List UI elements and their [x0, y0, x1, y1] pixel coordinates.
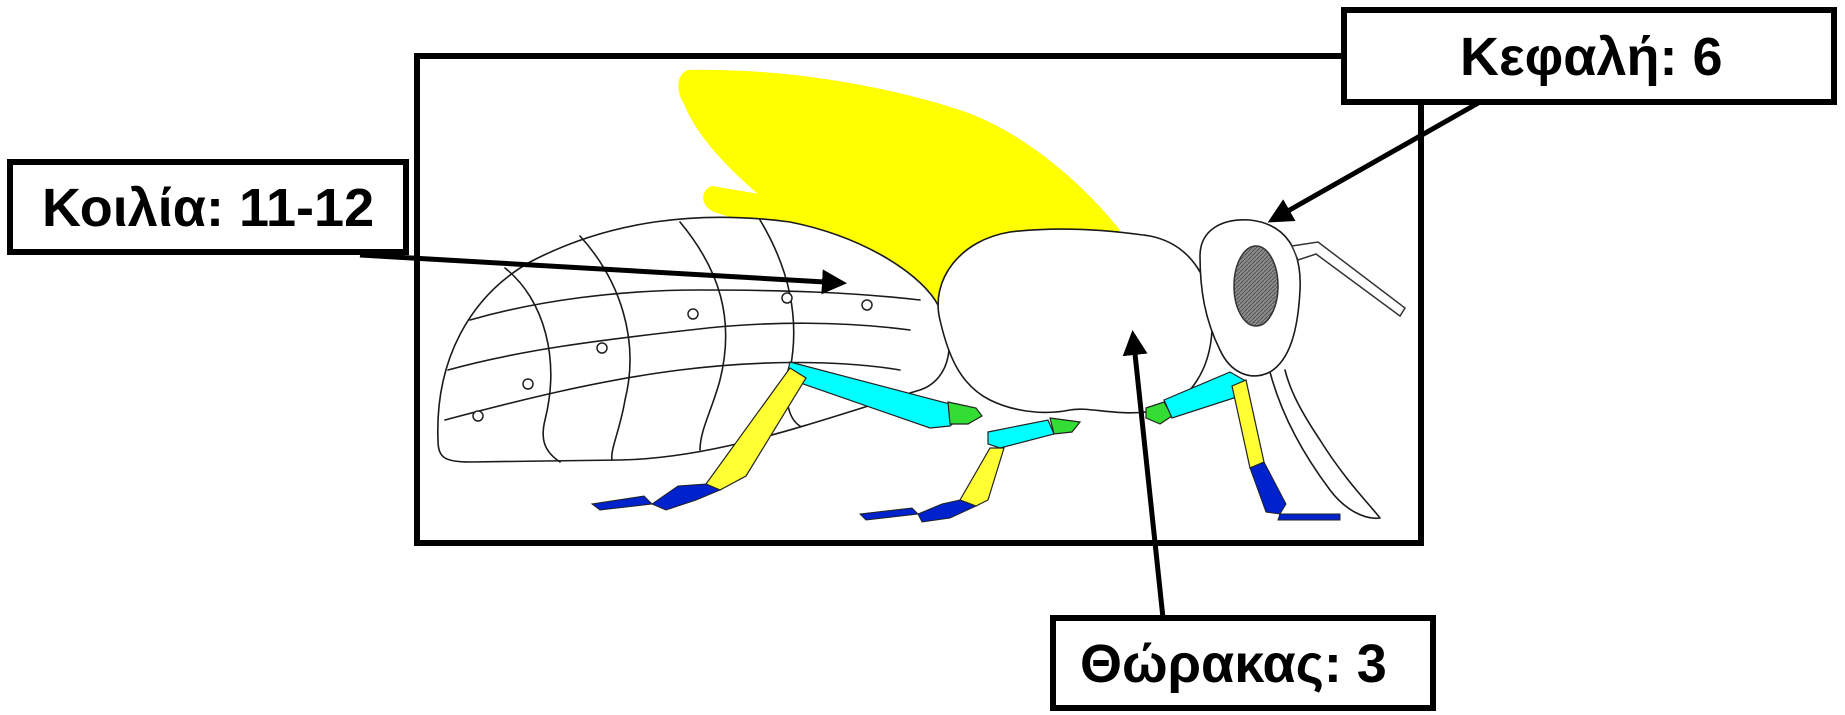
abdomen-label-box: Κοιλία: 11-12: [10, 162, 406, 252]
thorax-label: Θώρακας: 3: [1080, 634, 1387, 694]
thorax-label-box: Θώρακας: 3: [1053, 618, 1433, 708]
head-label: Κεφαλή: 6: [1460, 27, 1723, 87]
head-label-box: Κεφαλή: 6: [1344, 10, 1834, 102]
thorax: [938, 229, 1212, 413]
abdomen-label: Κοιλία: 11-12: [42, 178, 374, 238]
compound-eye: [1234, 246, 1278, 326]
